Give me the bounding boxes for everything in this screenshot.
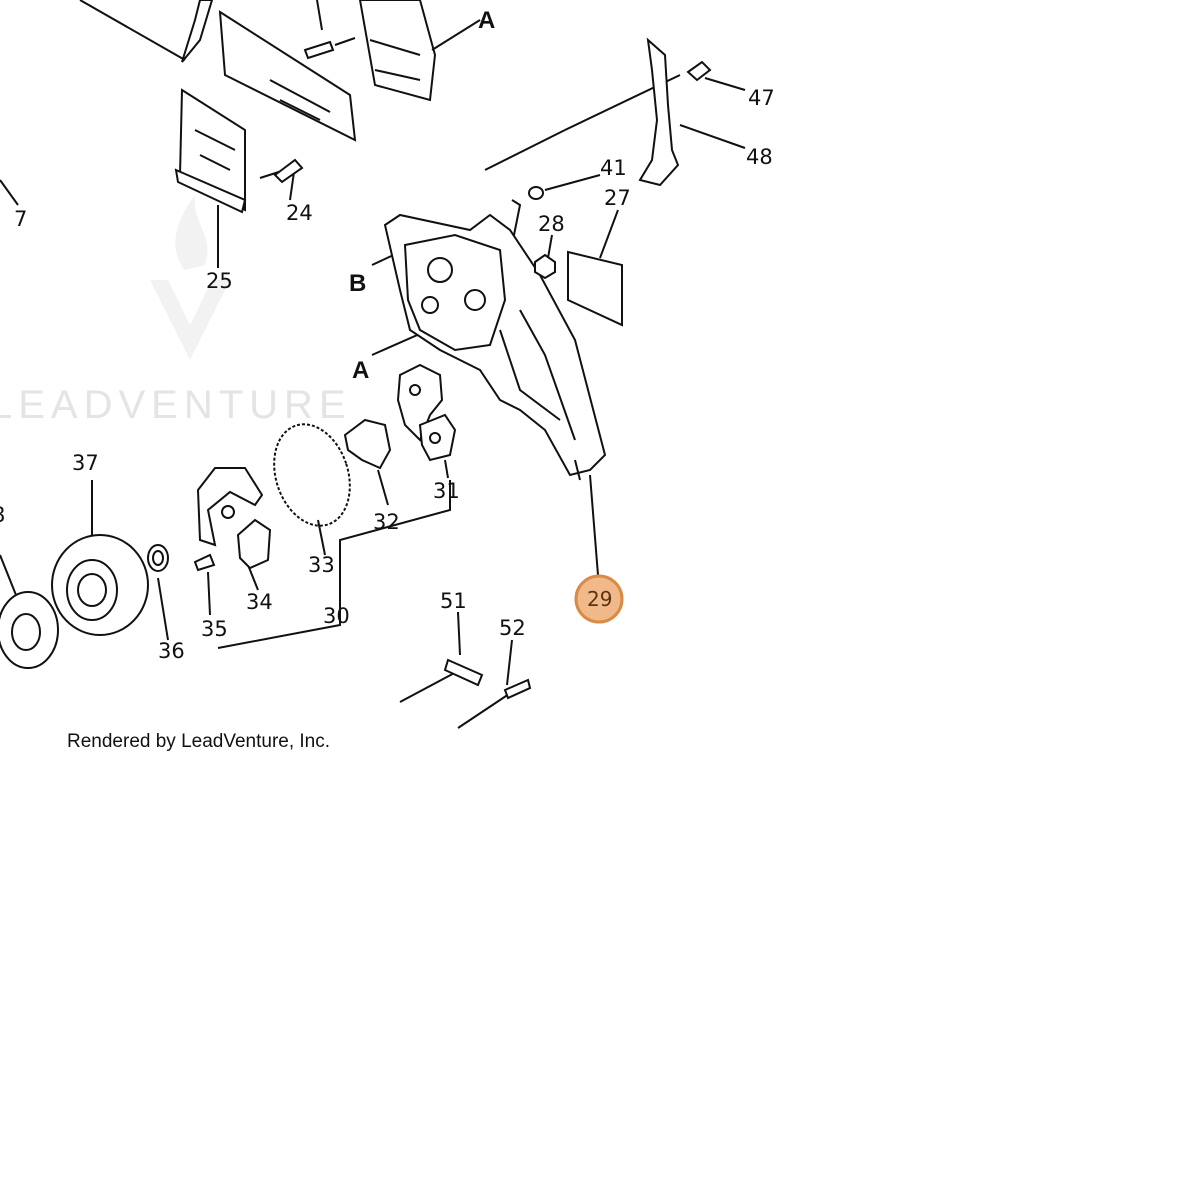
clutch-shoes-drawing xyxy=(193,467,272,572)
chain-brake-handle-drawing xyxy=(638,37,712,187)
bolt-24-drawing xyxy=(273,158,304,184)
ref-letter-b: B xyxy=(349,270,366,297)
small-parts-drawing xyxy=(528,186,623,327)
callout-29[interactable]: 29 xyxy=(587,587,612,611)
credit-text: Rendered by LeadVenture, Inc. xyxy=(67,731,331,752)
watermark-logo-icon xyxy=(150,195,230,360)
callout-27[interactable]: 27 xyxy=(604,186,631,210)
callout-33[interactable]: 33 xyxy=(308,553,335,577)
callout-28[interactable]: 28 xyxy=(538,212,565,236)
callout-25[interactable]: 25 xyxy=(206,269,233,293)
clutch-cover-housing-drawing xyxy=(383,213,607,481)
ref-letter-a-mid: A xyxy=(352,357,369,384)
highlighted-callout-29[interactable]: 29 xyxy=(574,574,624,624)
callout-48[interactable]: 48 xyxy=(746,145,773,169)
needle-bearing-drawing xyxy=(147,544,169,572)
callout-37[interactable]: 37 xyxy=(72,451,99,475)
ring-33-drawing xyxy=(273,423,351,527)
sprocket-drawing xyxy=(0,591,59,669)
callout-34[interactable]: 34 xyxy=(246,590,273,614)
callout-35[interactable]: 35 xyxy=(201,617,228,641)
guide-bar-drawing xyxy=(79,0,437,214)
reference-letters: A A B xyxy=(349,7,495,384)
callout-24[interactable]: 24 xyxy=(286,201,313,225)
callout-30[interactable]: 30 xyxy=(323,604,350,628)
callout-51[interactable]: 51 xyxy=(440,589,467,613)
callout-31[interactable]: 31 xyxy=(433,479,460,503)
callout-47[interactable]: 47 xyxy=(748,86,775,110)
callout-52[interactable]: 52 xyxy=(499,616,526,640)
watermark-text: LEADVENTURE xyxy=(0,383,352,427)
ref-letter-a-top: A xyxy=(478,7,495,34)
clutch-plates-drawing xyxy=(396,363,457,462)
oil-pump-drawing xyxy=(343,418,392,470)
callout-8[interactable]: 8 xyxy=(0,503,5,527)
callout-labels: 7 8 24 25 27 28 30 31 32 33 34 35 36 37 … xyxy=(0,86,775,663)
highlight-marker[interactable] xyxy=(574,574,624,624)
tools-drawing xyxy=(399,658,532,729)
clutch-drum-drawing xyxy=(51,534,149,636)
callout-41[interactable]: 41 xyxy=(600,156,627,180)
callout-36[interactable]: 36 xyxy=(158,639,185,663)
callout-32[interactable]: 32 xyxy=(373,510,400,534)
callout-7[interactable]: 7 xyxy=(14,207,27,231)
